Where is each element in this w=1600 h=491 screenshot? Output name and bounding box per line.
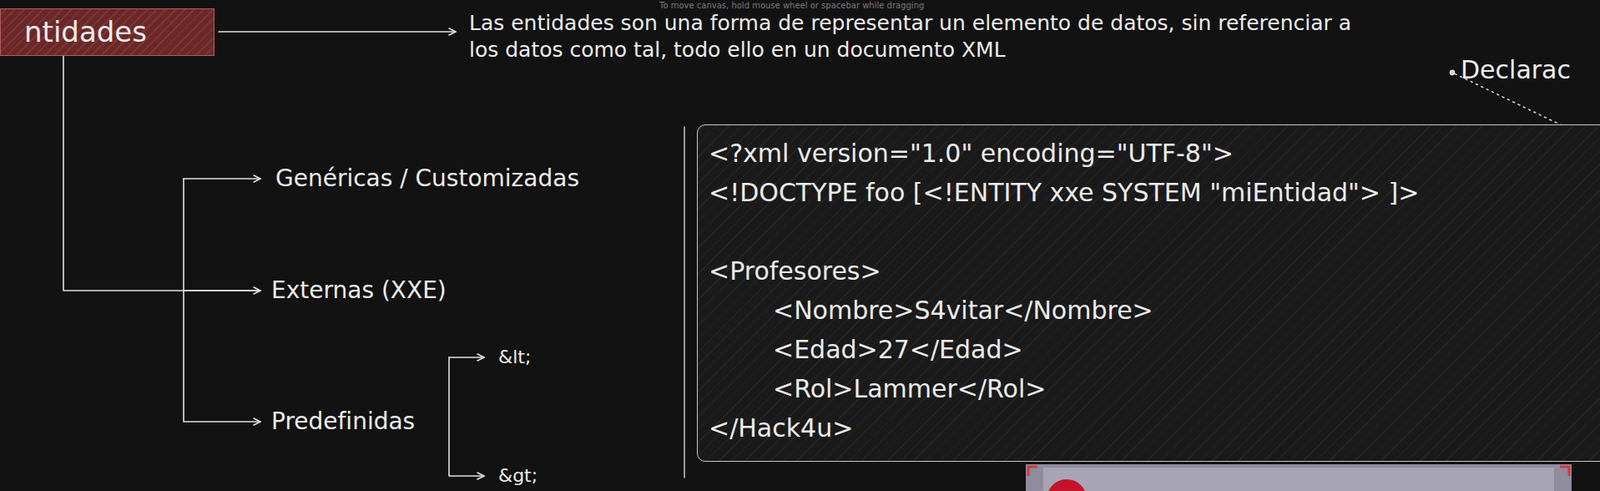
entity-label: &lt;	[498, 345, 531, 370]
title-text: ntidades	[24, 15, 147, 50]
label-slot: &gt;	[498, 464, 538, 489]
entity-label: &gt;	[498, 464, 538, 489]
canvas-hint: To move canvas, hold mouse wheel or spac…	[659, 0, 924, 11]
label-slot: &lt;	[498, 345, 531, 370]
branch-label: Externas (XXE)	[271, 275, 447, 306]
title-box: ntidades	[0, 8, 215, 56]
code-line: </Hack4u>	[708, 408, 1598, 448]
leader-dot	[1450, 70, 1455, 75]
separator-line	[683, 126, 686, 478]
code-box: <?xml version="1.0" encoding="UTF-8"><!D…	[696, 124, 1600, 462]
branch-arrow	[183, 178, 261, 422]
label-slot: Declarac	[1460, 53, 1571, 86]
code-line: <Edad>27</Edad>	[772, 329, 1598, 369]
description-text: Las entidades son una forma de represent…	[469, 10, 1379, 65]
sub-branch-arrow	[449, 357, 485, 476]
branch-label: Genéricas / Customizadas	[275, 163, 580, 194]
sub-branch-arrow	[449, 356, 485, 359]
callout-label: Declarac	[1460, 53, 1571, 86]
tree-trunk	[63, 55, 261, 291]
code-line: <Profesores>	[708, 251, 1598, 291]
code-line: <Nombre>S4vitar</Nombre>	[772, 290, 1598, 330]
branch-label: Predefinidas	[271, 406, 415, 437]
code-line: <Rol>Lammer</Rol>	[772, 368, 1598, 409]
code-line: <!DOCTYPE foo [<!ENTITY xxe SYSTEM "miEn…	[708, 172, 1598, 212]
code-line: <?xml version="1.0" encoding="UTF-8">	[708, 133, 1598, 173]
description-arrow	[218, 30, 456, 33]
label-slot: To move canvas, hold mouse wheel or spac…	[659, 0, 924, 11]
label-slot: Externas (XXE)	[271, 275, 447, 306]
label-slot: Predefinidas	[271, 406, 415, 437]
label-slot: Las entidades son una forma de represent…	[469, 10, 1379, 65]
branch-arrow	[183, 177, 261, 180]
webcam-overlay	[1025, 464, 1572, 491]
branch-line	[183, 289, 261, 292]
label-slot: Genéricas / Customizadas	[275, 163, 580, 194]
